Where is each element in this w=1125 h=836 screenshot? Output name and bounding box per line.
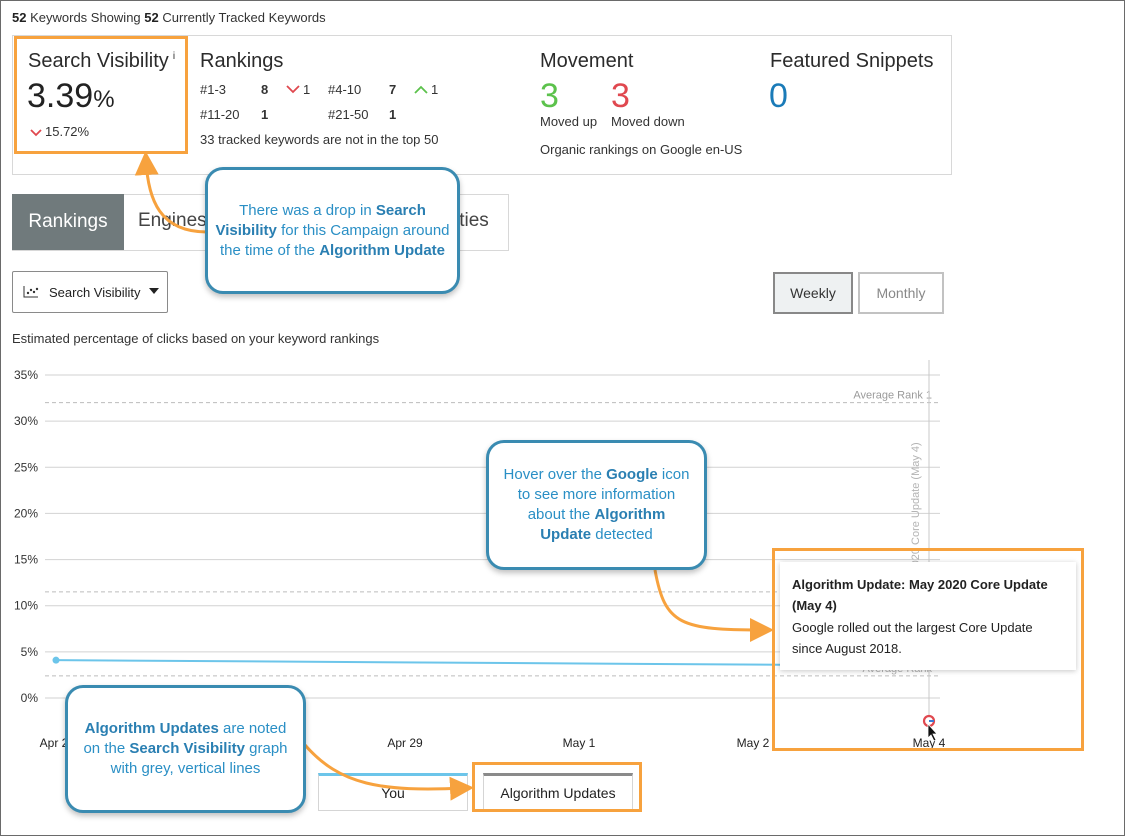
y-tick-label: 0% [21, 691, 39, 705]
weekly-button[interactable]: Weekly [773, 272, 853, 314]
tooltip-title: Algorithm Update: May 2020 Core Update (… [792, 577, 1048, 613]
featured-snippets-title: Featured Snippets [770, 50, 934, 72]
rank-value-1-3: 8 [261, 82, 269, 97]
search-visibility-value: 3.39% [27, 77, 115, 115]
rank-label-4-10: #4-10 [328, 82, 362, 97]
arrow-up-icon [414, 85, 428, 94]
moved-up-label: Moved up [540, 114, 598, 129]
tab-engines[interactable]: Engines [138, 210, 207, 231]
x-tick-label: Apr 29 [387, 736, 423, 750]
tooltip-highlight [772, 548, 1084, 751]
arrow-to-search-visibility [134, 151, 208, 234]
rank-label-1-3: #1-3 [200, 82, 227, 97]
caret-down-icon [149, 288, 159, 294]
rankings-note: 33 tracked keywords are not in the top 5… [200, 132, 439, 147]
y-tick-label: 35% [14, 368, 38, 382]
dropdown-label: Search Visibility [49, 285, 141, 300]
y-tick-label: 20% [14, 506, 38, 520]
moved-down-value: 3 [611, 77, 630, 115]
keywords-summary: 52 Keywords Showing 52 Currently Tracked… [12, 10, 326, 25]
arrow-to-legend [303, 744, 474, 801]
callout-algo-text: Algorithm Updates are noted on the Searc… [83, 720, 288, 777]
rankings-title: Rankings [200, 50, 284, 72]
search-visibility-change: 15.72% [30, 124, 89, 139]
algorithm-update-tooltip: Algorithm Update: May 2020 Core Update (… [780, 562, 1076, 670]
average-rank-label: Average Rank 1 [853, 390, 932, 402]
legend-algorithm-updates[interactable]: Algorithm Updates [483, 773, 633, 811]
tab-opportunities[interactable]: ities [455, 210, 489, 231]
tab-rankings[interactable]: Rankings [12, 194, 124, 250]
callout-algorithm-updates: Algorithm Updates are noted on the Searc… [65, 685, 306, 813]
y-tick-label: 30% [14, 414, 38, 428]
rank-value-4-10: 7 [389, 82, 397, 97]
moved-up-value: 3 [540, 77, 559, 115]
x-tick-label: May 2 [737, 736, 770, 750]
movement-note: Organic rankings on Google en-US [540, 142, 743, 157]
callout-drop: There was a drop in Search Visibility fo… [205, 167, 460, 294]
rank-change-1-3: 1 [286, 82, 310, 97]
scatter-chart-icon [23, 286, 39, 298]
x-tick-label: Apr 2 [40, 736, 69, 750]
rank-value-11-20: 1 [261, 107, 269, 122]
rank-label-11-20: #11-20 [200, 107, 240, 122]
monthly-button[interactable]: Monthly [858, 272, 944, 314]
rank-value-21-50: 1 [389, 107, 397, 122]
y-tick-label: 10% [14, 599, 38, 613]
y-tick-label: 25% [14, 460, 38, 474]
rank-label-21-50: #21-50 [328, 107, 369, 122]
arrow-down-icon [30, 128, 42, 136]
callout-drop-text: There was a drop in Search Visibility fo… [215, 201, 450, 259]
y-tick-label: 5% [21, 645, 39, 659]
series-point [52, 656, 60, 664]
callout-hover-text: Hover over the Google icon to see more i… [503, 466, 690, 543]
moved-down-label: Moved down [611, 114, 685, 129]
chart-subtitle: Estimated percentage of clicks based on … [12, 331, 380, 346]
tooltip-body: Google rolled out the largest Core Updat… [792, 620, 1033, 656]
arrow-down-icon [286, 85, 300, 94]
x-tick-label: May 4 [913, 736, 946, 750]
callout-hover-google: Hover over the Google icon to see more i… [486, 440, 707, 570]
x-tick-label: May 1 [563, 736, 596, 750]
y-tick-label: 15% [14, 553, 38, 567]
chart-type-dropdown[interactable]: Search Visibility [12, 271, 168, 313]
legend-you[interactable]: You [318, 773, 468, 811]
rank-change-4-10: 1 [414, 82, 438, 97]
mouse-cursor-icon [927, 722, 938, 742]
metrics-panel [12, 35, 952, 175]
arrow-to-tooltip [653, 569, 774, 642]
movement-title: Movement [540, 50, 634, 72]
featured-snippets-value: 0 [769, 77, 788, 115]
info-icon[interactable]: i [172, 51, 176, 63]
search-visibility-highlight [14, 36, 188, 154]
